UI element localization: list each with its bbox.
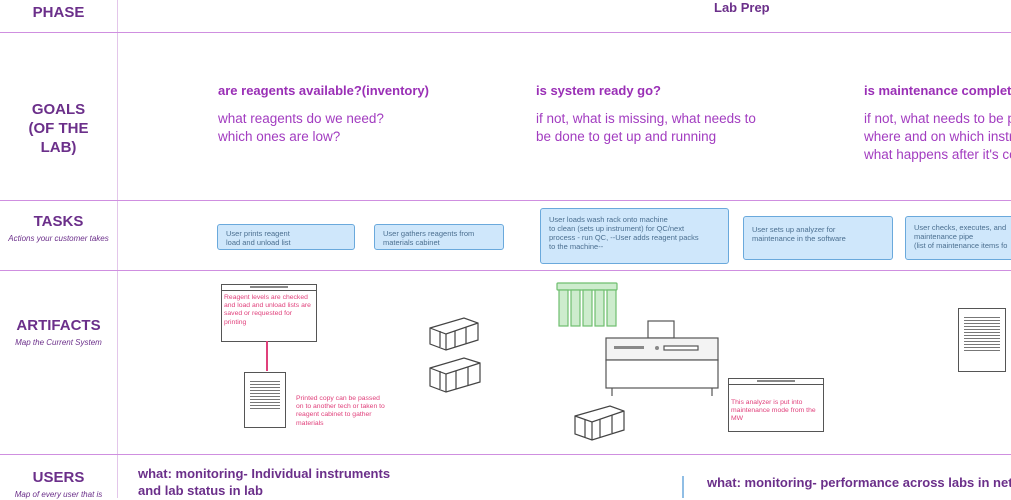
row-label-phase: PHASE [32,4,85,21]
divider [0,200,1011,201]
row-sublabel-users: Map of every user that is [14,490,103,499]
maintenance-list-icon [958,308,1006,372]
maintenance-screen-note: This analyzer is put into maintenance mo… [728,378,824,432]
users-note-left: what: monitoring- Individual instruments… [138,466,391,498]
divider [0,454,1011,455]
row-sublabel-tasks: Actions your customer takes [8,234,109,243]
goal-heading: is system ready go? [536,83,661,98]
reagent-pack-icon [556,282,618,327]
connector-line [266,341,268,371]
users-note-right: what: monitoring- performance across lab… [707,475,1011,490]
goal-heading: is maintenance complete [864,83,1011,98]
row-label-goals: GOALS (OF THE LAB) [28,101,89,156]
reagent-box-icon [429,357,481,393]
reagent-box-icon [574,405,625,441]
row-header-column [0,0,118,498]
screen-note: Reagent levels are checked and load and … [221,284,317,342]
phase-title: Lab Prep [714,0,770,15]
goal-heading: are reagents available?(inventory) [218,83,429,98]
printed-document-icon [244,372,286,428]
row-sublabel-artifacts: Map the Current System [15,338,102,347]
analyzer-machine-icon [605,320,719,396]
divider [0,32,1011,33]
printed-copy-note: Printed copy can be passed on to another… [296,395,385,427]
divider [0,270,1011,271]
goal-text: what reagents do we need?which ones are … [218,111,384,144]
reagent-box-icon [429,317,479,351]
